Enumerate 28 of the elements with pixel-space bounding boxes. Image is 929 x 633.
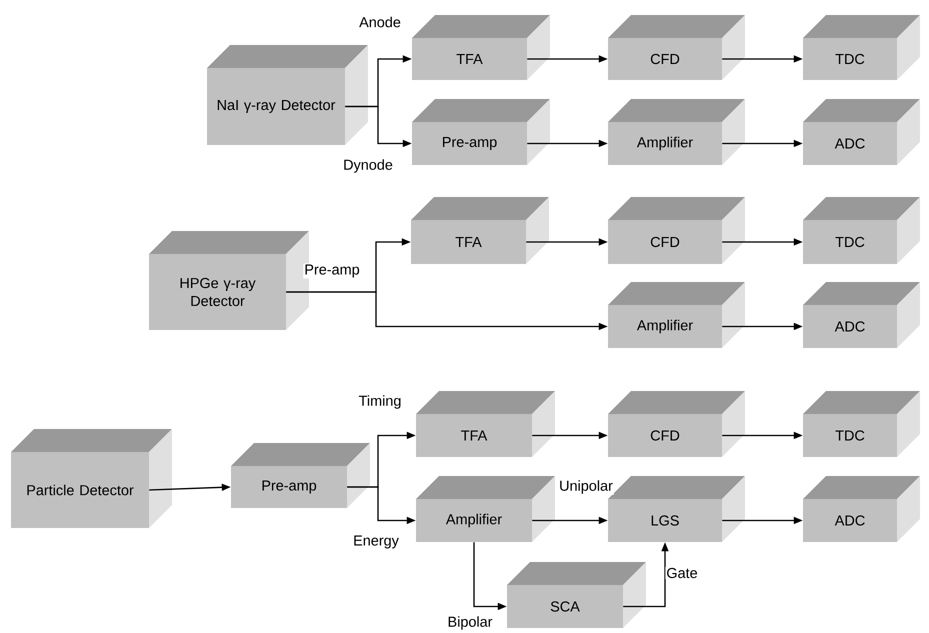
edge-label: Dynode xyxy=(342,158,394,174)
box-3d: ADC xyxy=(803,99,920,165)
box-3d: CFD xyxy=(608,391,745,457)
box-3d: ADC xyxy=(803,282,920,348)
box-3d: ADC xyxy=(803,476,920,542)
box-3d: TFA xyxy=(412,15,550,80)
box-3d: Pre-amp xyxy=(231,443,370,508)
edge-label: Gate xyxy=(665,566,699,580)
box-3d: TDC xyxy=(803,197,920,264)
box-3d: CFD xyxy=(608,15,745,80)
box-3d: Particle Detector xyxy=(11,429,172,528)
edge-label: Anode xyxy=(358,16,402,28)
box-3d: NaI γ-ray Detector xyxy=(207,45,368,145)
box-3d: TDC xyxy=(803,15,920,80)
box-3d: Amplifier xyxy=(608,282,745,348)
edge-label: Energy xyxy=(352,534,400,550)
edge-label: Bipolar xyxy=(446,615,494,631)
box-3d: CFD xyxy=(608,197,745,264)
box-3d: Pre-amp xyxy=(412,99,550,165)
signal-label: Pre-amp xyxy=(303,264,361,278)
box-3d: TDC xyxy=(803,391,920,457)
box-3d: TFA xyxy=(411,197,549,264)
box-3d: TFA xyxy=(416,391,555,457)
box-3d: Amplifier xyxy=(608,99,745,165)
edge-label: Timing xyxy=(358,394,402,410)
edge-label: Unipolar xyxy=(558,479,614,495)
box-3d: SCA xyxy=(507,562,646,628)
box-3d: Amplifier xyxy=(416,476,555,542)
